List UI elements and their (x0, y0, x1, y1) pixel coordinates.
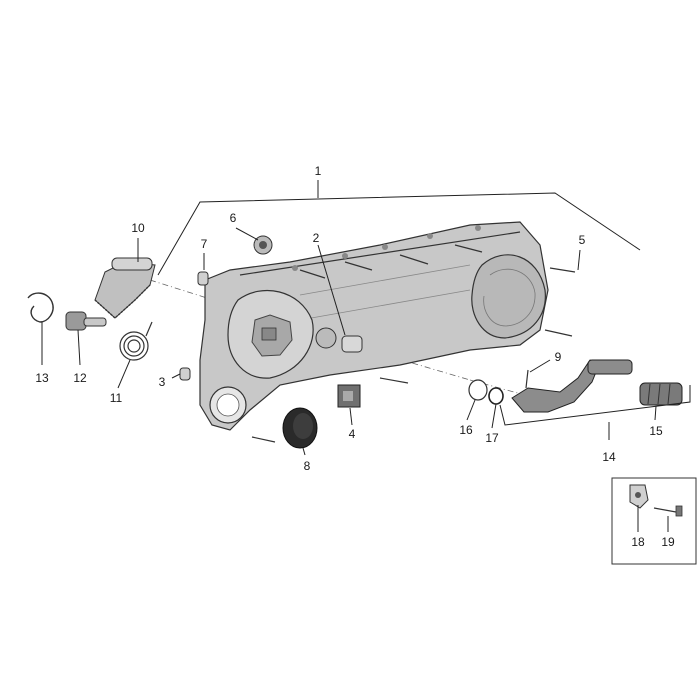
part-6-washer (253, 235, 273, 255)
callout-5: 5 (579, 233, 586, 247)
crankcase-cover (199, 221, 549, 431)
callout-4: 4 (349, 427, 356, 441)
part-1-bracket (157, 180, 641, 276)
callout-19: 19 (661, 535, 675, 549)
callout-12: 12 (73, 371, 87, 385)
part-7-dowel (197, 271, 209, 286)
callout-7: 7 (201, 237, 208, 251)
part-14-kick-lever (511, 359, 633, 413)
part-9-bolt (525, 369, 529, 389)
callout-15: 15 (649, 424, 663, 438)
callout-9: 9 (555, 350, 562, 364)
part-19-screw (653, 505, 683, 517)
part-16-washer (468, 379, 488, 401)
callout-1: 1 (315, 164, 322, 178)
part-12-pinion (65, 311, 107, 331)
leader-lines (41, 227, 669, 532)
callout-10: 10 (131, 221, 145, 235)
callout-6: 6 (230, 211, 237, 225)
detail-box (611, 477, 697, 565)
callout-17: 17 (485, 431, 499, 445)
part-8-cap (282, 407, 318, 449)
part-14-bracket (499, 385, 691, 440)
part-15-kick-rubber (639, 382, 683, 406)
part-11-spring (119, 321, 153, 361)
part-4-clip (337, 384, 361, 408)
callout-13: 13 (35, 371, 49, 385)
part-10-kick-gear (94, 257, 156, 319)
part-3-dowel (179, 367, 191, 381)
callout-18: 18 (631, 535, 645, 549)
part-13-circlip (27, 292, 54, 323)
callout-8: 8 (304, 459, 311, 473)
cover-bolts (251, 244, 576, 443)
part-17-oring (488, 387, 504, 405)
callout-11: 11 (110, 391, 123, 405)
callout-2: 2 (313, 231, 320, 245)
part-18-plate (629, 484, 649, 509)
callout-3: 3 (159, 375, 166, 389)
part-2-bushing (341, 335, 363, 353)
callout-16: 16 (459, 423, 473, 437)
callout-14: 14 (602, 450, 616, 464)
